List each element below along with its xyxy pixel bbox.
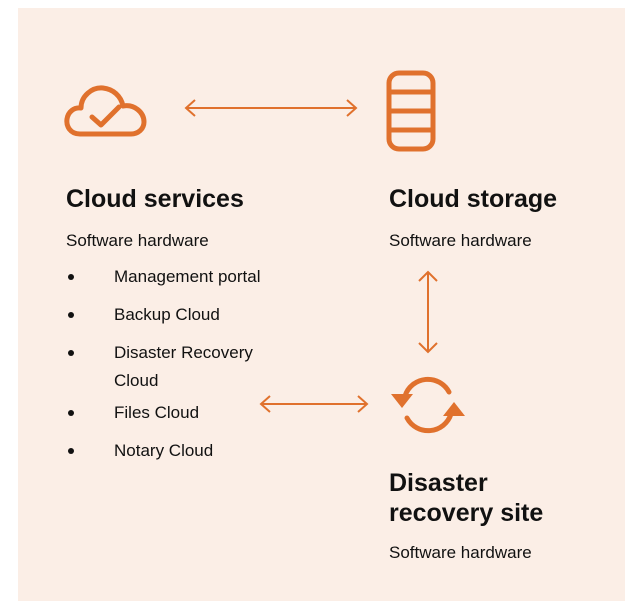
database-icon bbox=[386, 70, 436, 152]
list-item: Files Cloud bbox=[66, 399, 326, 427]
list-item: Disaster Recovery Cloud bbox=[66, 339, 274, 395]
sync-icon bbox=[385, 368, 471, 442]
list-item: Notary Cloud bbox=[66, 437, 326, 465]
disaster-recovery-site-subtitle: Software hardware bbox=[389, 543, 532, 562]
arrow-services-recovery bbox=[258, 394, 370, 414]
cloud-check-icon bbox=[64, 82, 148, 140]
cloud-services-title: Cloud services bbox=[66, 185, 244, 213]
cloud-storage-title: Cloud storage bbox=[389, 185, 558, 213]
arrow-storage-recovery bbox=[417, 270, 439, 354]
list-item: Management portal bbox=[66, 263, 326, 291]
cloud-services-list: Management portal Backup Cloud Disaster … bbox=[66, 263, 326, 475]
disaster-recovery-site-title: Disaster recovery site bbox=[389, 469, 544, 527]
cloud-services-subtitle: Software hardware bbox=[66, 231, 209, 250]
arrow-services-storage bbox=[183, 98, 359, 118]
cloud-storage-subtitle: Software hardware bbox=[389, 231, 532, 250]
list-item: Backup Cloud bbox=[66, 301, 326, 329]
